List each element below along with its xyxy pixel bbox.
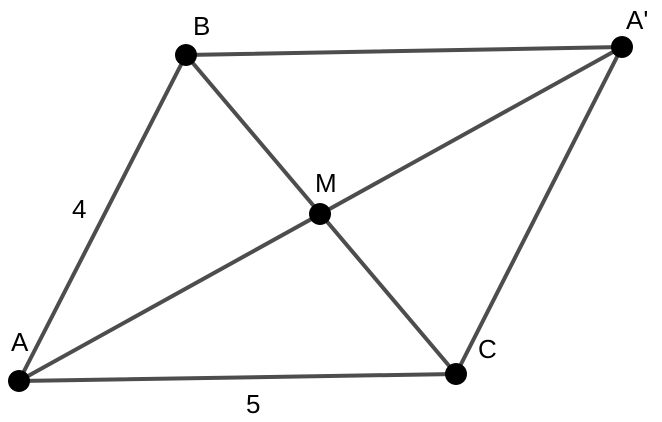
- point-c: [445, 363, 467, 385]
- length-ab-label: 4: [72, 194, 86, 224]
- label-m: M: [315, 168, 337, 198]
- label-c: C: [478, 334, 497, 364]
- point-m: [309, 203, 331, 225]
- segment-ac: [17, 372, 458, 383]
- segment-aprime-c: [454, 45, 624, 376]
- segment-b-aprime: [184, 45, 624, 57]
- segment-ab: [17, 53, 188, 383]
- label-a-prime: A': [626, 5, 648, 35]
- length-ac-label: 5: [246, 389, 260, 419]
- label-b: B: [193, 11, 210, 41]
- point-b: [175, 44, 197, 66]
- point-a: [8, 370, 30, 392]
- point-a-prime: [611, 36, 633, 58]
- label-a: A: [11, 327, 29, 357]
